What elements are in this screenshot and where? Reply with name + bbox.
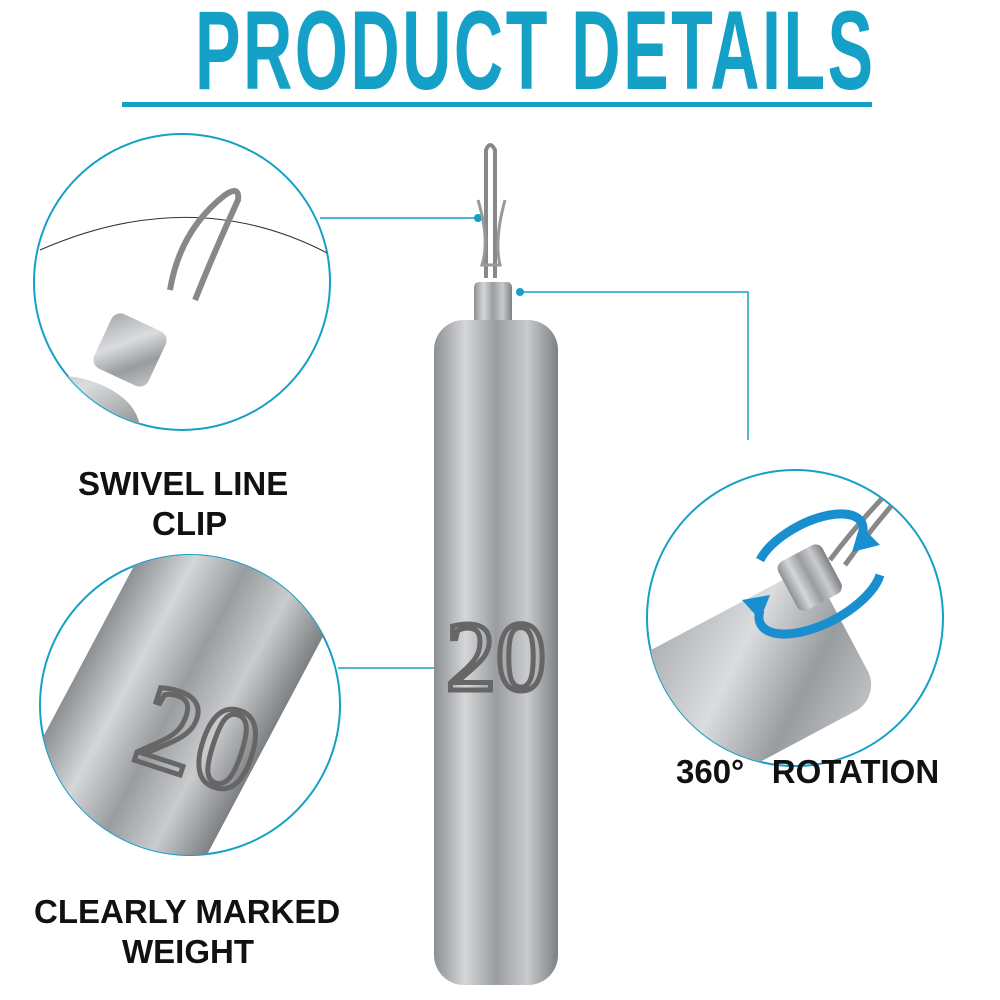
feature-label-rotation: 360° ROTATION — [676, 753, 940, 790]
feature-label-line: WEIGHT — [122, 933, 254, 970]
weight-marking: 20 — [446, 601, 546, 712]
feature-label-swivel: SWIVEL LINE CLIP — [78, 464, 288, 544]
main-weight — [434, 143, 558, 985]
feature-label-line: SWIVEL LINE — [78, 465, 289, 502]
connector-lines — [320, 217, 749, 669]
feature-label-line: CLEARLY MARKED — [34, 893, 341, 930]
rotation-arrows-icon — [754, 509, 885, 639]
feature-label-weight: CLEARLY MARKED WEIGHT — [34, 892, 340, 972]
page-title: PRODUCT DETAILS — [195, 0, 876, 113]
feature-label-line: CLIP — [152, 505, 228, 542]
title-underline — [122, 102, 872, 107]
